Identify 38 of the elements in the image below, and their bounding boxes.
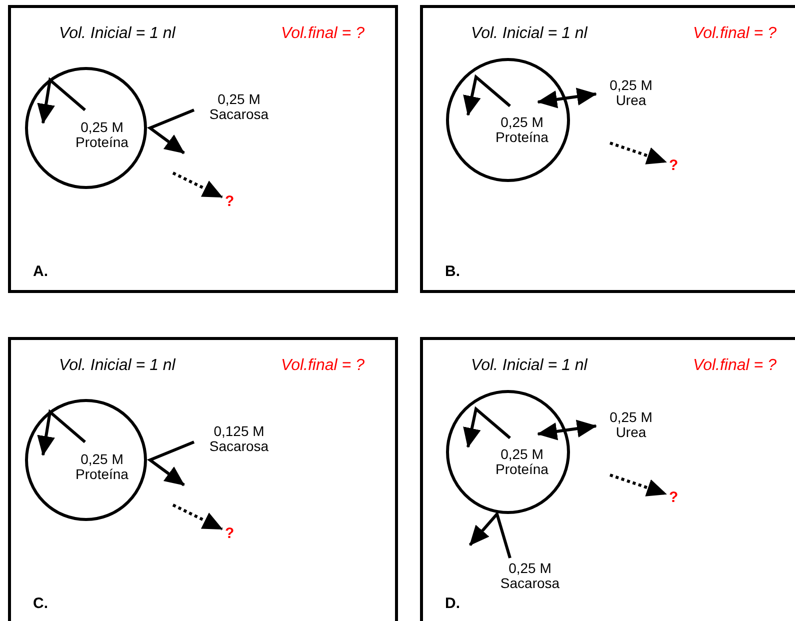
cell-content-label: 0,25 M Proteína <box>494 447 550 477</box>
question-mark: ? <box>225 526 234 542</box>
arrow <box>146 440 195 486</box>
dotted-arrow <box>172 172 223 198</box>
question-mark: ? <box>225 194 234 210</box>
dotted-arrow <box>172 504 223 530</box>
panel-frame <box>8 337 398 621</box>
cell-content-label: 0,25 M Proteína <box>74 452 130 482</box>
final-volume-text: Vol.final = ? <box>693 356 776 376</box>
solute-label: 0,25 M Sacarosa <box>197 92 281 122</box>
panel-letter: A. <box>33 262 48 282</box>
cell-content-label: 0,25 M Proteína <box>494 115 550 145</box>
panel-letter: D. <box>445 594 460 614</box>
initial-volume-text: Vol. Inicial = 1 nl <box>59 356 176 376</box>
solute-label: 0,25 M Urea <box>599 78 663 108</box>
question-mark: ? <box>669 490 678 506</box>
panel-letter: B. <box>445 262 460 282</box>
cell-content-label: 0,25 M Proteína <box>74 120 130 150</box>
solute-label: 0,25 M Urea <box>599 410 663 440</box>
arrow <box>146 108 195 154</box>
final-volume-text: Vol.final = ? <box>281 24 364 44</box>
initial-volume-text: Vol. Inicial = 1 nl <box>471 24 588 44</box>
panel-frame <box>420 337 795 621</box>
arrow <box>537 88 597 108</box>
initial-volume-text: Vol. Inicial = 1 nl <box>59 24 176 44</box>
solute-label: 0,25 M Sacarosa <box>493 561 567 591</box>
arrow <box>468 510 512 558</box>
panel-letter: C. <box>33 594 48 614</box>
arrow <box>537 420 597 440</box>
initial-volume-text: Vol. Inicial = 1 nl <box>471 356 588 376</box>
panel-frame <box>420 5 795 293</box>
panel-frame <box>8 5 398 293</box>
dotted-arrow <box>610 474 667 496</box>
question-mark: ? <box>669 158 678 174</box>
solute-label: 0,125 M Sacarosa <box>197 424 281 454</box>
dotted-arrow <box>610 142 667 164</box>
final-volume-text: Vol.final = ? <box>281 356 364 376</box>
final-volume-text: Vol.final = ? <box>693 24 776 44</box>
